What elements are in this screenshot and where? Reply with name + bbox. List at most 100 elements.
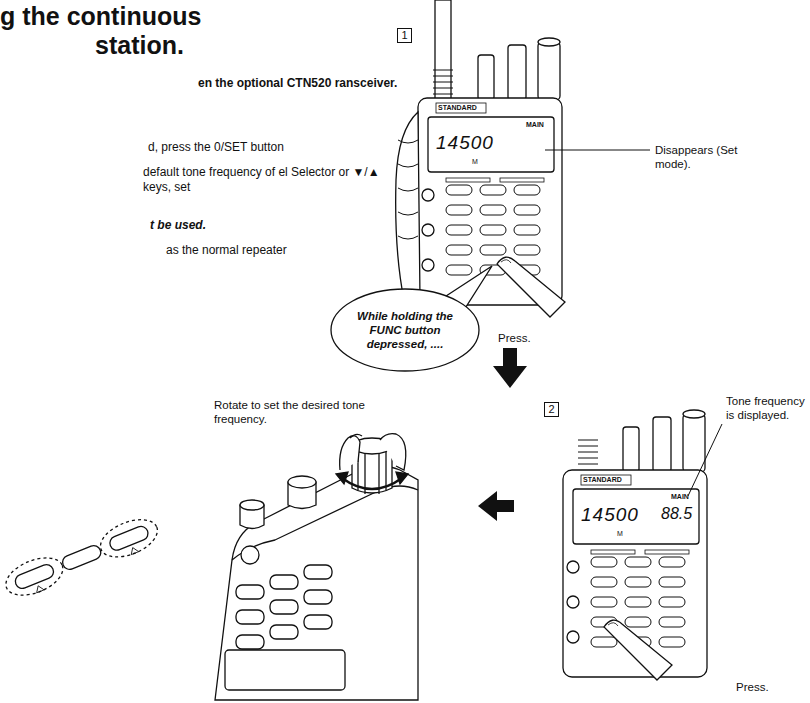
key [625, 617, 651, 627]
lcd-text: 88.5 [661, 506, 692, 522]
key [625, 557, 651, 567]
drawing-stroke [304, 615, 332, 629]
speech-bubble: While holding the FUNC button depressed,… [330, 288, 480, 372]
radio-drawing [396, 0, 565, 317]
bubble-text: While holding the FUNC button depressed,… [346, 309, 464, 351]
key [514, 245, 540, 255]
key [591, 577, 617, 587]
drawing-stroke [270, 575, 298, 589]
flow-arrow [493, 348, 527, 388]
bubble-outline [331, 289, 479, 371]
step-number: 1 [401, 29, 408, 42]
drawing-stroke [433, 94, 453, 95]
key [480, 205, 506, 215]
drawing-stroke [398, 188, 418, 191]
body-text: default tone frequency of el Selector or… [143, 165, 393, 195]
drawing-stroke [336, 472, 348, 484]
brand-plate [436, 103, 486, 113]
key [591, 557, 617, 567]
radio-body [418, 98, 562, 305]
knob-closeup [215, 434, 418, 700]
key [480, 225, 506, 235]
drawing-stroke [398, 212, 418, 215]
drawing-stroke [433, 76, 453, 77]
drawing-stroke [34, 584, 44, 593]
key [480, 245, 506, 255]
side-button [567, 561, 579, 573]
drawing-stroke [108, 524, 150, 552]
bubble-joint [447, 300, 459, 310]
drawing-stroke [129, 546, 139, 555]
callout-text: Disappears (Set mode). [655, 143, 755, 172]
drawing-stroke [350, 434, 362, 438]
callout-text: Tone frequency is displayed. [726, 394, 808, 423]
lcd-text: MAIN [671, 493, 689, 500]
antenna [435, 0, 451, 100]
body-text: t be used. [150, 218, 350, 233]
side-button [567, 631, 579, 643]
key [591, 550, 635, 554]
finger [604, 620, 672, 680]
key [591, 637, 617, 647]
callout-text: Rotate to set the desired tone frequency… [214, 398, 384, 427]
brand-plate [581, 475, 631, 485]
brand-label: STANDARD [583, 476, 622, 483]
key [514, 205, 540, 215]
drawing-stroke [215, 466, 418, 700]
key [645, 550, 689, 554]
key [659, 557, 685, 567]
key [625, 597, 651, 607]
knob [508, 45, 526, 100]
drawing-stroke [396, 472, 408, 484]
key [446, 178, 490, 182]
leader-line [545, 150, 650, 151]
drawing-stroke [270, 600, 298, 614]
drawing-stroke [304, 590, 332, 604]
flow-arrow [478, 491, 514, 521]
drawing-stroke [225, 650, 345, 690]
drawing-stroke [241, 546, 259, 564]
drawing-stroke [60, 543, 102, 571]
drawing-stroke [342, 478, 402, 489]
drawing-stroke [236, 585, 264, 599]
drawing-stroke [288, 476, 316, 488]
key [591, 597, 617, 607]
note-text: en the optional CTN520 ransceiver. [198, 76, 413, 91]
knob [538, 42, 560, 100]
side-button [567, 596, 579, 608]
key [659, 617, 685, 627]
knob [623, 427, 639, 472]
key [446, 185, 472, 195]
side-button [422, 189, 434, 201]
key [659, 637, 685, 647]
drawing-stroke [501, 260, 511, 263]
drawing-stroke [340, 436, 360, 470]
callout-text: Press. [736, 680, 769, 694]
leader-line [688, 424, 722, 496]
key [659, 597, 685, 607]
lcd-text: M [472, 158, 478, 165]
drawing-stroke [578, 446, 598, 447]
drawing-stroke [398, 164, 418, 167]
step-number-box: 2 [544, 402, 559, 417]
drawing-stroke [380, 434, 406, 470]
lcd-display [573, 489, 699, 544]
drawing-stroke [608, 623, 618, 626]
key [446, 245, 472, 255]
drawing-stroke [270, 625, 298, 639]
key [514, 225, 540, 235]
knob [478, 55, 494, 100]
key [446, 265, 472, 275]
callout-text: Press. [498, 331, 531, 345]
drawing-stroke [240, 500, 264, 510]
key [659, 577, 685, 587]
key [446, 205, 472, 215]
side-button [422, 224, 434, 236]
drawing-stroke [433, 70, 453, 71]
key [480, 185, 506, 195]
drawing-stroke [578, 452, 598, 453]
lcd-display [428, 117, 554, 172]
drawing-stroke [304, 565, 332, 579]
step-number: 2 [548, 403, 555, 416]
